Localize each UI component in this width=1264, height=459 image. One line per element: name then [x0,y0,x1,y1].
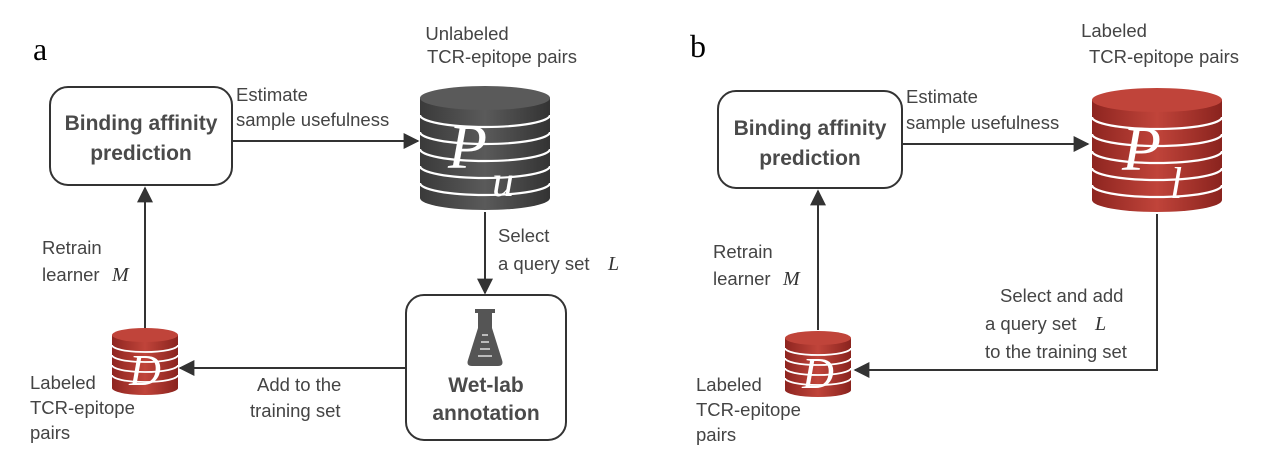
panel-a-pool-symbol: P [447,111,487,182]
panel-b-train-caption-line2: TCR-epitope [696,399,801,420]
panel-b-letter: b [690,28,706,64]
panel-a-letter: a [33,31,47,67]
panel-a-train-symbol: D [128,346,161,395]
panel-a-estimate-line1: Estimate [236,84,308,105]
panel-a-retrain-var: M [111,264,130,286]
panel-b-select-var: L [1094,313,1106,335]
panel-a-select-var: L [607,253,619,275]
panel-b-retrain-line1: Retrain [713,241,773,262]
panel-b-select-line3: to the training set [985,341,1127,362]
panel-a-add-line2: training set [250,400,341,421]
panel-a-estimate-line2: sample usefulness [236,109,389,130]
panel-a-train-caption-line3: pairs [30,422,70,443]
panel-b-predictor-line2: prediction [759,147,861,170]
panel-a-select-line1: Select [498,225,549,246]
panel-a-pool-subscript: u [492,157,514,206]
panel-b-predictor-line1: Binding affinity [734,117,887,140]
panel-b-select-add-arrow [853,214,1158,378]
panel-b-select-line1: Select and add [1000,285,1123,306]
panel-b-estimate-line1: Estimate [906,86,978,107]
panel-b-train-symbol: D [801,349,834,398]
panel-a-retrain-line1: Retrain [42,237,102,258]
panel-b-pool-caption-line1: Labeled [1081,20,1147,41]
panel-a-wetlab-line2: annotation [432,402,539,425]
panel-b-retrain-var: M [782,268,801,290]
panel-b-select-line2: a query set [985,313,1077,334]
panel-a-training-set-database: D [111,328,179,395]
panel-b-training-set-database: D [784,331,852,398]
panel-a-unlabeled-pool-database: P u [418,86,552,210]
panel-a-wetlab-box: Wet-lab annotation [405,294,567,441]
panel-a-add-line1: Add to the [257,374,341,395]
panel-b: b Binding affinity prediction Estimate s… [690,20,1239,445]
panel-a-predictor-box: Binding affinity prediction [49,86,233,186]
panel-a-retrain-line2: learner [42,264,100,285]
panel-b-train-caption-line3: pairs [696,424,736,445]
panel-a-pool-caption-line2: TCR-epitope pairs [427,46,577,67]
panel-b-predictor-box: Binding affinity prediction [717,90,903,189]
panel-a-pool-caption-line1: Unlabeled [425,23,508,44]
panel-a: a Binding affinity prediction Estimate s… [30,23,619,443]
panel-a-wetlab-line1: Wet-lab [448,374,523,397]
panel-a-predictor-line1: Binding affinity [65,112,218,135]
panel-b-labeled-pool-database: P l [1090,88,1224,212]
flask-icon [467,309,503,366]
panel-a-train-caption-line2: TCR-epitope [30,397,135,418]
panel-a-predictor-line2: prediction [90,142,192,165]
panel-a-train-caption-line1: Labeled [30,372,96,393]
panel-b-train-caption-line1: Labeled [696,374,762,395]
panel-b-pool-subscript: l [1170,159,1182,208]
panel-b-pool-symbol: P [1121,113,1161,184]
panel-a-select-line2: a query set [498,253,590,274]
panel-b-pool-caption-line2: TCR-epitope pairs [1089,46,1239,67]
panel-b-estimate-line2: sample usefulness [906,112,1059,133]
panel-b-retrain-line2: learner [713,268,771,289]
